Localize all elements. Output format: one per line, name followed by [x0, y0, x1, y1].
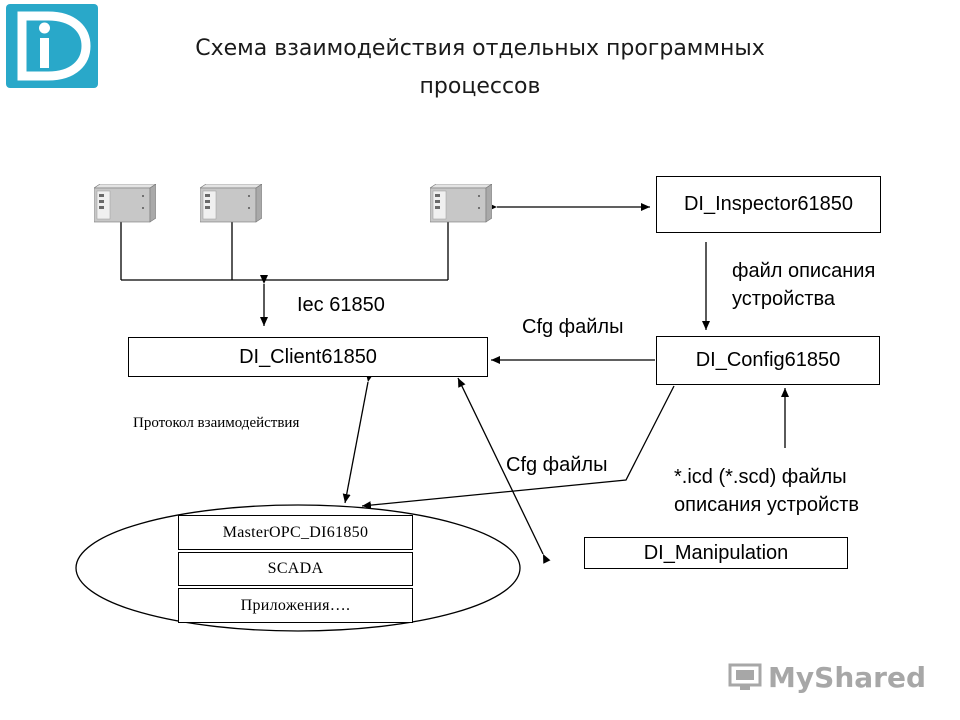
monitor-icon [728, 663, 762, 690]
stack-item-scada: SCADA [178, 552, 413, 586]
device-file-label-line-2: устройства [732, 288, 836, 310]
device-bus [120, 222, 449, 281]
device-icon [429, 183, 493, 229]
watermark-text: MyShared [768, 661, 926, 694]
page-title-line-2: процессов [419, 74, 541, 99]
application-ellipse [75, 504, 521, 632]
manipulation-client-arrow [457, 377, 551, 564]
company-logo [0, 0, 104, 92]
watermark-logo: MyShared [728, 661, 926, 694]
cfg-files-label-top: Cfg файлы [522, 316, 624, 338]
client-node: DI_Client61850 [128, 337, 488, 377]
cfg-files-label-bottom: Cfg файлы [506, 454, 608, 476]
stack-item-applications: Приложения…. [178, 588, 413, 623]
protocol-arrow [342, 372, 374, 504]
inspector-node: DI_Inspector61850 [656, 176, 881, 233]
config-stack-cfg-arrow [361, 385, 675, 510]
manipulation-node: DI_Manipulation [584, 537, 848, 569]
device-file-label-line-1: файл описания [732, 260, 876, 282]
icd-files-label-line-1: *.icd (*.scd) файлы [674, 466, 847, 488]
icd-files-label-line-2: описания устройств [674, 494, 859, 516]
stack-item-masteropc: MasterOPC_DI61850 [178, 515, 413, 550]
device-icon [93, 183, 157, 229]
config-node: DI_Config61850 [656, 336, 880, 385]
protocol-label: Протокол взаимодействия [133, 415, 300, 431]
device-icon [199, 183, 263, 229]
iec-label: Iec 61850 [297, 294, 385, 316]
page-title-line-1: Схема взаимодействия отдельных программн… [195, 36, 765, 61]
